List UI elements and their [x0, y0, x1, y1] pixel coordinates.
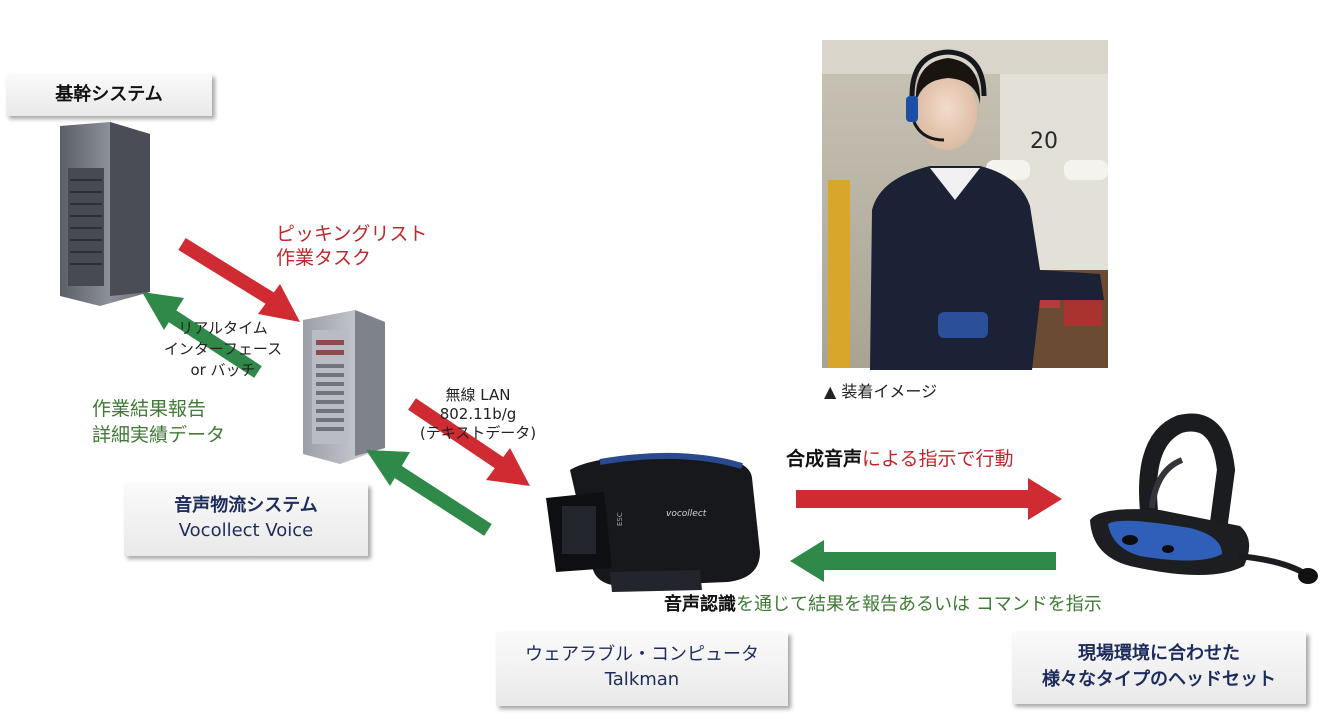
photo-caption: ▲ 装着イメージ	[824, 382, 938, 401]
report-text: 作業結果報告 詳細実績データ	[92, 396, 225, 448]
core-server-icon	[60, 122, 150, 306]
wireless-lan-line3: (テキストデータ)	[419, 424, 537, 442]
interface-line3: or バッチ	[190, 361, 256, 379]
voice-recognition-rest: を通じて結果を報告あるいは コマンドを指示	[736, 594, 1102, 615]
wearable-name: Talkman	[604, 669, 680, 690]
interface-line2: インターフェース	[163, 340, 283, 358]
synth-voice-text: 合成音声による指示で行動	[786, 444, 1013, 471]
device-brand-text: vocollect	[666, 509, 707, 519]
voice-server-icon	[303, 310, 385, 464]
wearing-image-photo: 20	[822, 40, 1108, 370]
voice-system-label-box: 音声物流システム Vocollect Voice	[124, 484, 368, 556]
synth-voice-bold: 合成音声	[786, 448, 863, 470]
picking-list-line1: ピッキングリスト	[276, 223, 428, 245]
headset-line1: 現場環境に合わせた	[1078, 643, 1240, 664]
picking-list-line2: 作業タスク	[276, 247, 372, 269]
device-side-text: ESC	[616, 512, 624, 526]
report-line1: 作業結果報告	[92, 398, 207, 420]
headset-label-box: 現場環境に合わせた 様々なタイプのヘッドセット	[1012, 632, 1306, 704]
dock-number-text: 20	[1030, 129, 1058, 154]
arrow-to-wearable-recognition	[790, 540, 1056, 582]
synth-voice-rest: による指示で行動	[862, 448, 1014, 470]
arrow-to-wearable	[408, 398, 530, 486]
headset-line2: 様々なタイプのヘッドセット	[1042, 669, 1276, 690]
talkman-device-icon: vocollect ESC	[546, 452, 760, 592]
arrow-to-headset	[796, 478, 1062, 520]
core-system-label-box: 基幹システム	[6, 74, 212, 116]
wearable-title: ウェアラブル・コンピュータ	[525, 644, 759, 665]
interface-line1: リアルタイム	[178, 319, 268, 337]
wireless-lan-line2: 802.11b/g	[439, 405, 517, 423]
picking-list-text: ピッキングリスト 作業タスク	[276, 222, 427, 270]
wireless-lan-line1: 無線 LAN	[445, 386, 511, 404]
voice-system-title: 音声物流システム	[174, 495, 318, 516]
arrow-to-voice-server-wireless	[366, 450, 492, 536]
arrow-to-voice-server	[178, 238, 300, 322]
wearable-label-box: ウェアラブル・コンピュータ Talkman	[496, 632, 788, 706]
arrow-to-core-server	[142, 292, 262, 378]
voice-system-name: Vocollect Voice	[178, 520, 314, 541]
core-system-label: 基幹システム	[55, 84, 163, 105]
report-line2: 詳細実績データ	[92, 424, 226, 446]
headset-icon	[1090, 413, 1318, 584]
wireless-lan-text: 無線 LAN 802.11b/g (テキストデータ)	[408, 386, 548, 443]
voice-recognition-bold: 音声認識	[664, 594, 736, 615]
voice-recognition-text: 音声認識を通じて結果を報告あるいは コマンドを指示	[664, 590, 1102, 616]
interface-text: リアルタイム インターフェース or バッチ	[138, 318, 308, 381]
